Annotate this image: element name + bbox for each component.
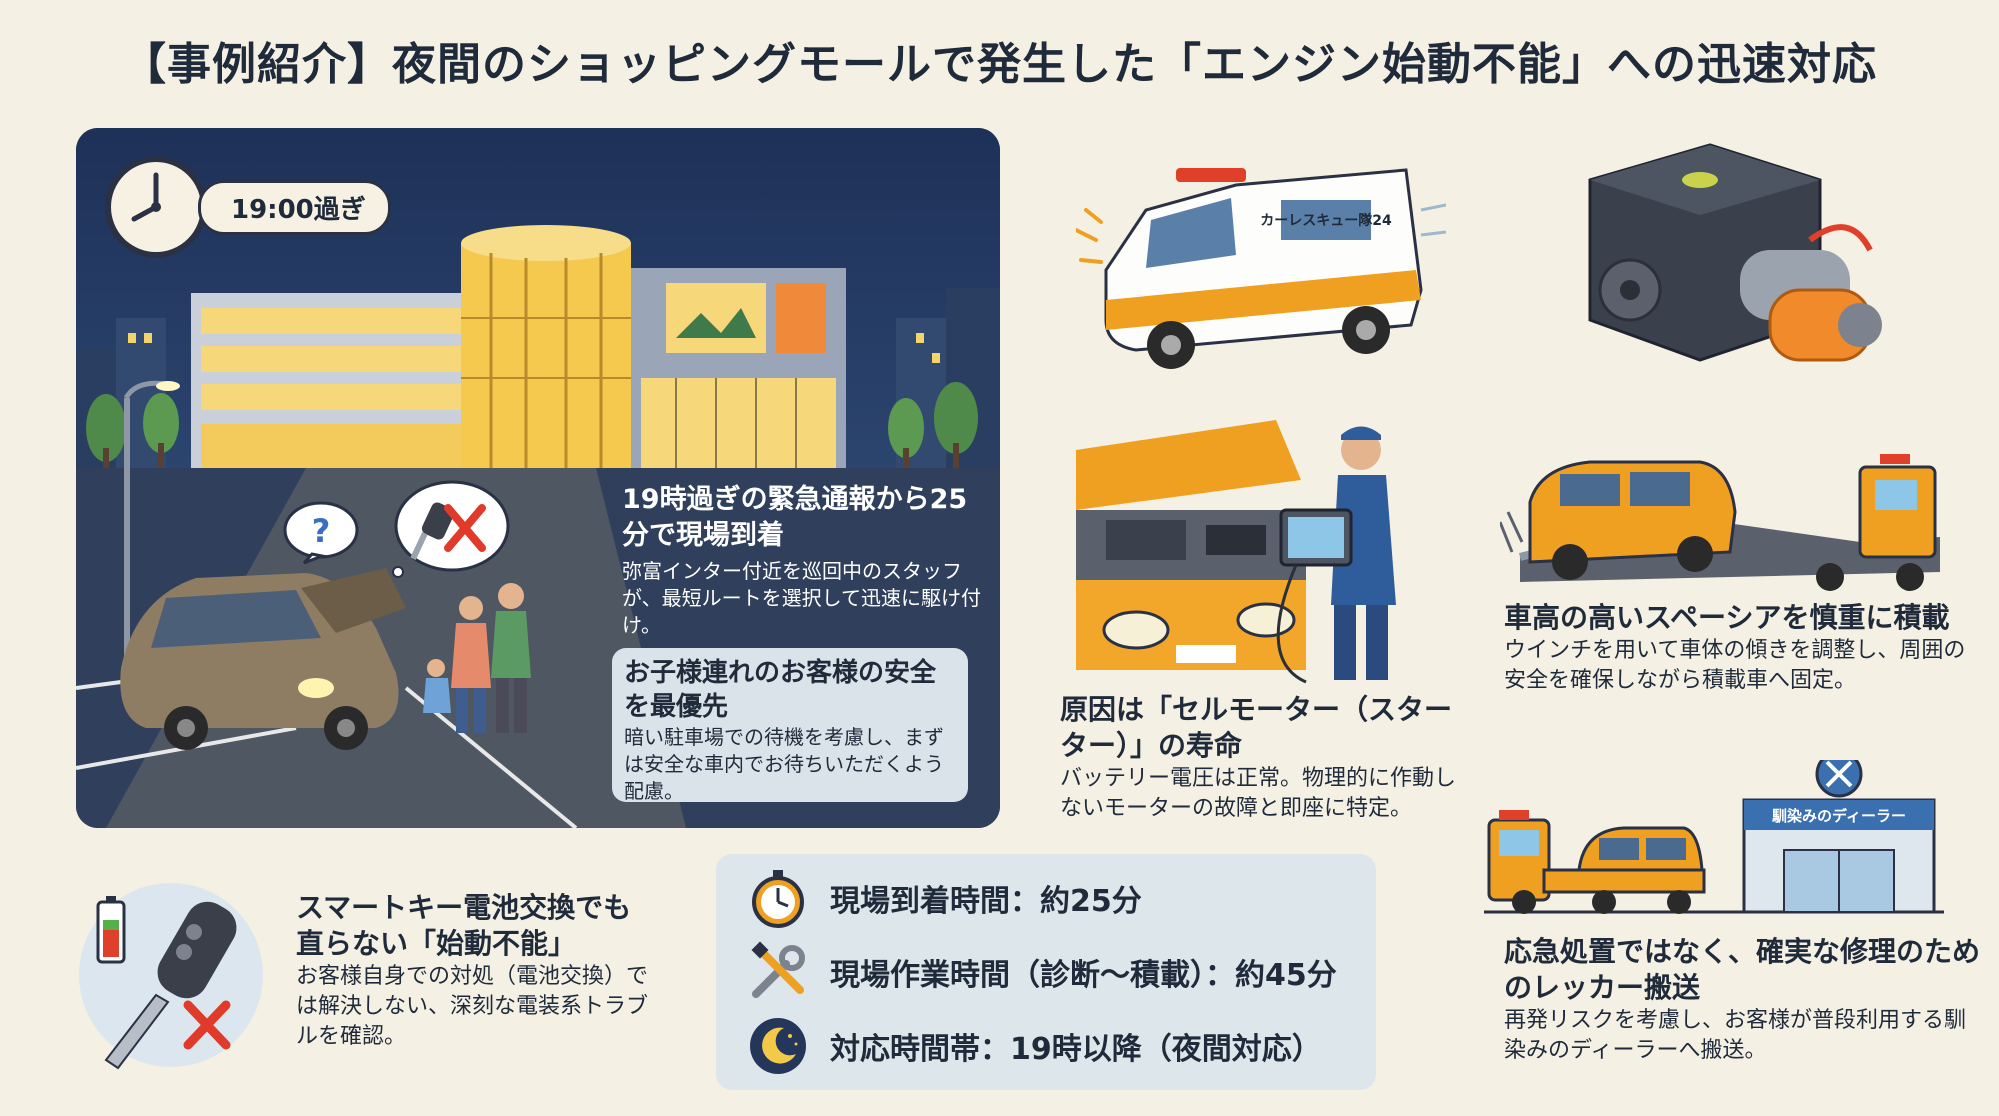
time-label: 19:00過ぎ (198, 180, 391, 235)
tow-info: 応急処置ではなく、確実な修理のためのレッカー搬送 再発リスクを考慮し、お客様が普… (1504, 934, 1984, 1066)
dealer-sign-text: 馴染みのディーラー (1772, 807, 1906, 825)
stat-arrival-time: 現場到着時間：約25分 (746, 866, 1366, 930)
moon-icon (750, 1018, 806, 1074)
carry-heading: 車高の高いスペーシアを慎重に積載 (1504, 601, 1950, 634)
smart-key-illustration (79, 883, 263, 1070)
question-bubble: ? (283, 501, 359, 564)
arrival-heading: 19時過ぎの緊急通報から25分で現場到着 (622, 484, 968, 551)
carry-info: 車高の高いスペーシアを慎重に積載 ウインチを用いて車体の傾きを調整し、周囲の安全… (1504, 600, 1984, 696)
stat-time-band: 対応時間帯：19時以降（夜間対応） (746, 1014, 1366, 1078)
tow-text: 再発リスクを考慮し、お客様が普段利用する馴染みのディーラーへ搬送。 (1504, 1008, 1967, 1063)
loading-truck-illustration (1500, 454, 1940, 591)
tow-dealer-illustration: 馴染みのディーラー (1484, 760, 1944, 914)
smartkey-text: お客様自身での対処（電池交換）では解決しない、深刻な電装系トラブルを確認。 (296, 964, 649, 1049)
arrival-text: 弥富インター付近を巡回中のスタッフが、最短ルートを選択して迅速に駆け付け。 (622, 559, 981, 637)
rescue-van-illustration: カーレスキュー隊24 (1076, 168, 1446, 369)
question-mark: ? (312, 512, 331, 550)
diagnosis-illustration (1076, 420, 1396, 685)
cause-info: 原因は「セルモーター（スターター）」の寿命 バッテリー電圧は正常。物理的に作動し… (1060, 692, 1460, 824)
van-logo-text: カーレスキュー隊24 (1260, 212, 1392, 229)
stat-label: 対応時間帯：19時以降（夜間対応） (830, 1032, 1322, 1067)
safety-text: 暗い駐車場での待機を考慮し、まずは安全な車内でお待ちいただくよう配慮。 (624, 725, 944, 803)
key-bubble (392, 480, 510, 578)
carry-text: ウインチを用いて車体の傾きを調整し、周囲の安全を確保しながら積載車へ固定。 (1504, 638, 1966, 693)
smartkey-heading: スマートキー電池交換でも直らない「始動不能」 (296, 891, 632, 960)
safety-heading: お子様連れのお客様の安全を最優先 (624, 658, 937, 722)
stopwatch-icon (752, 870, 804, 928)
tow-heading: 応急処置ではなく、確実な修理のためのレッカー搬送 (1504, 935, 1981, 1004)
smartkey-info: スマートキー電池交換でも直らない「始動不能」 お客様自身での対処（電池交換）では… (296, 890, 656, 1052)
stat-work-time: 現場作業時間（診断〜積載）：約45分 (746, 940, 1366, 1004)
arrival-info: 19時過ぎの緊急通報から25分で現場到着 弥富インター付近を巡回中のスタッフが、… (622, 482, 982, 639)
cause-text: バッテリー電圧は正常。物理的に作動しないモーターの故障と即座に特定。 (1060, 766, 1457, 821)
safety-card: お子様連れのお客様の安全を最優先 暗い駐車場での待機を考慮し、まずは安全な車内で… (612, 648, 968, 803)
clock-icon (105, 156, 207, 258)
stat-label: 現場作業時間（診断〜積載）：約45分 (830, 958, 1337, 993)
engine-starter-illustration (1588, 143, 1882, 362)
stat-label: 現場到着時間：約25分 (830, 884, 1142, 919)
page-title: 【事例紹介】夜間のショッピングモールで発生した「エンジン始動不能」への迅速対応 (122, 39, 1877, 90)
cause-heading: 原因は「セルモーター（スターター）」の寿命 (1060, 693, 1453, 762)
stats-panel: 現場到着時間：約25分 現場作業時間（診断〜積載）：約45分 対応時間帯：19時… (716, 854, 1376, 1090)
tools-icon (751, 941, 805, 998)
